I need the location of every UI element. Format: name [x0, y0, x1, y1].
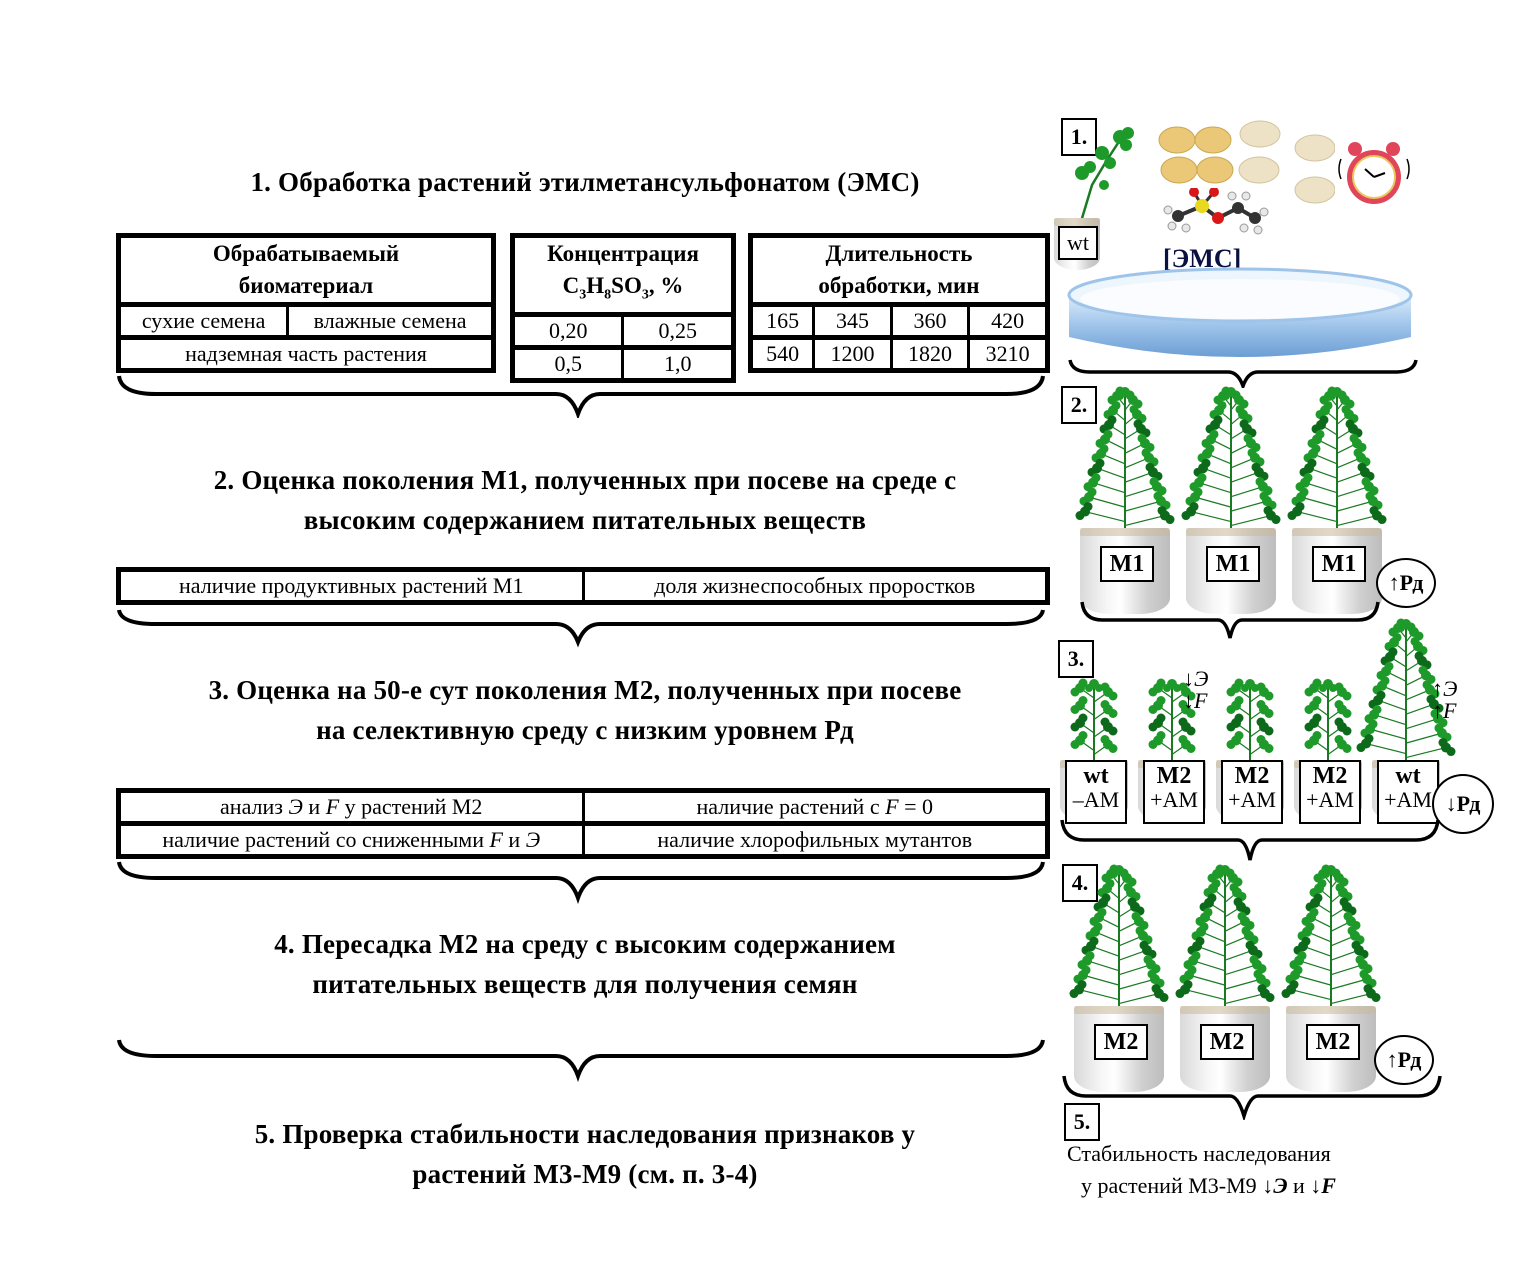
arrow-up-icon: ↑: [1388, 570, 1400, 595]
pot-label: M2+AM: [1143, 760, 1205, 824]
decrease-e-f-marks: ↓Э ↓F: [1183, 666, 1209, 713]
arrow-up-icon: ↑: [1432, 698, 1443, 723]
clover-plant-icon: [1148, 678, 1196, 766]
pot-label: wt–AM: [1065, 760, 1127, 824]
cell-dry-seeds: сухие семена: [116, 303, 290, 340]
clover-plant-icon: [1226, 678, 1274, 766]
step-5-heading: 5. Проверка стабильности наследования пр…: [254, 1119, 916, 1189]
clover-plant-icon: [1069, 864, 1169, 1012]
duration-cell: 540: [748, 336, 816, 372]
m1-evaluation-table: наличие продуктивных растений М1 доля жи…: [116, 567, 1050, 605]
brace-step1: [117, 375, 1045, 418]
cell-analysis-e-f: анализ Э и F у растений М2: [117, 789, 585, 826]
duration-cell: 1200: [812, 336, 893, 372]
cell-viable-seedlings: доля жизнеспособных проростков: [581, 568, 1049, 604]
seeds-icon: [1158, 120, 1335, 204]
concentration-cell: 0,20: [510, 312, 625, 350]
pot-label: M2: [1094, 1024, 1148, 1060]
brace-panel1: [1068, 359, 1418, 388]
clover-plant-icon: [1075, 386, 1175, 534]
panel-2-number: 2.: [1061, 386, 1097, 424]
nutrient-high-badge: ↑Рд: [1374, 1035, 1434, 1085]
concentration-header: Концентрация C3H8SO3, %: [511, 234, 735, 317]
brace-step3: [117, 861, 1045, 904]
alarm-clock-icon: [1338, 142, 1410, 204]
pot-label: wt+AM: [1377, 760, 1439, 824]
clover-plant-icon: [1304, 678, 1352, 766]
nutrient-low-badge: ↓Рд: [1432, 774, 1494, 834]
clover-plant-icon: [1287, 386, 1387, 534]
duration-cell: 345: [812, 303, 893, 340]
ems-molecule-icon: [1163, 188, 1269, 235]
brace-panel4: [1062, 1075, 1442, 1120]
pot-label: M1: [1206, 546, 1260, 582]
concentration-cell: 0,5: [510, 345, 625, 382]
panel-5-number: 5.: [1064, 1103, 1100, 1141]
step-2-heading: 2. Оценка поколения М1, полученных при п…: [213, 465, 957, 535]
arrow-down-icon: ↓: [1183, 666, 1194, 691]
arrow-down-icon: ↓: [1262, 1173, 1274, 1198]
clover-plant-icon: [1075, 127, 1134, 225]
concentration-cell: 1,0: [621, 345, 735, 382]
pot-label: M1: [1100, 546, 1154, 582]
concentration-table: Концентрация C3H8SO3, % 0,20 0,25 0,5 1,…: [510, 233, 736, 383]
petri-dish-icon: [1067, 267, 1413, 357]
clover-plant-icon: [1070, 678, 1118, 766]
arrow-up-icon: ↑: [1432, 676, 1443, 701]
m2-evaluation-table: анализ Э и F у растений М2 наличие расте…: [116, 788, 1050, 859]
brace-panel3: [1060, 819, 1440, 861]
stability-note: Стабильность наследования у растений М3-…: [1067, 1141, 1336, 1198]
arrow-down-icon: ↓: [1445, 791, 1457, 816]
duration-cell: 3210: [967, 336, 1049, 372]
arrow-down-icon: ↓: [1183, 688, 1194, 713]
clover-plant-icon: [1181, 386, 1281, 534]
pot-label: M2: [1200, 1024, 1254, 1060]
cell-aerial-part: надземная часть растения: [117, 336, 495, 372]
arrow-up-icon: ↑: [1386, 1047, 1398, 1072]
cell-reduced-f-e: наличие растений со сниженными F и Э: [117, 822, 585, 858]
pot-label: M2+AM: [1221, 760, 1283, 824]
wt-pot-label: wt: [1058, 226, 1098, 260]
step-3-heading: 3. Оценка на 50-е сут поколения М2, полу…: [208, 675, 962, 745]
duration-cell: 420: [967, 303, 1049, 340]
panel-1-number: 1.: [1061, 118, 1097, 156]
flower-pot: [1074, 1006, 1164, 1092]
clover-plant-icon: [1175, 864, 1275, 1012]
clover-plant-icon: [1281, 864, 1381, 1012]
panel-3-number: 3.: [1058, 640, 1094, 678]
clover-plant-icon: [1356, 618, 1456, 766]
cell-f-zero: наличие растений с F = 0: [581, 789, 1049, 826]
arrow-down-icon: ↓: [1310, 1173, 1322, 1198]
pot-label: M2+AM: [1299, 760, 1361, 824]
duration-cell: 1820: [889, 336, 971, 372]
concentration-cell: 0,25: [621, 312, 735, 350]
cell-productive-m1: наличие продуктивных растений М1: [117, 568, 585, 604]
step-4-heading: 4. Пересадка М2 на среду с высоким содер…: [274, 929, 896, 999]
cell-wet-seeds: влажные семена: [286, 303, 495, 340]
increase-e-f-marks: ↑Э ↑F: [1432, 676, 1458, 723]
duration-cell: 165: [748, 303, 816, 340]
pot-label: M1: [1312, 546, 1366, 582]
brace-panel2: [1080, 601, 1380, 639]
flower-pot: [1286, 1006, 1376, 1092]
step-1-heading: 1. Обработка растений этилметансульфонат…: [250, 167, 920, 197]
brace-step4: [117, 1039, 1045, 1082]
panel-4-number: 4.: [1062, 864, 1098, 902]
brace-step2: [117, 609, 1045, 648]
cell-chlorophyll-mutants: наличие хлорофильных мутантов: [581, 822, 1049, 858]
nutrient-high-badge: ↑Рд: [1376, 558, 1436, 608]
pot-label: M2: [1306, 1024, 1360, 1060]
duration-cell: 360: [889, 303, 971, 340]
